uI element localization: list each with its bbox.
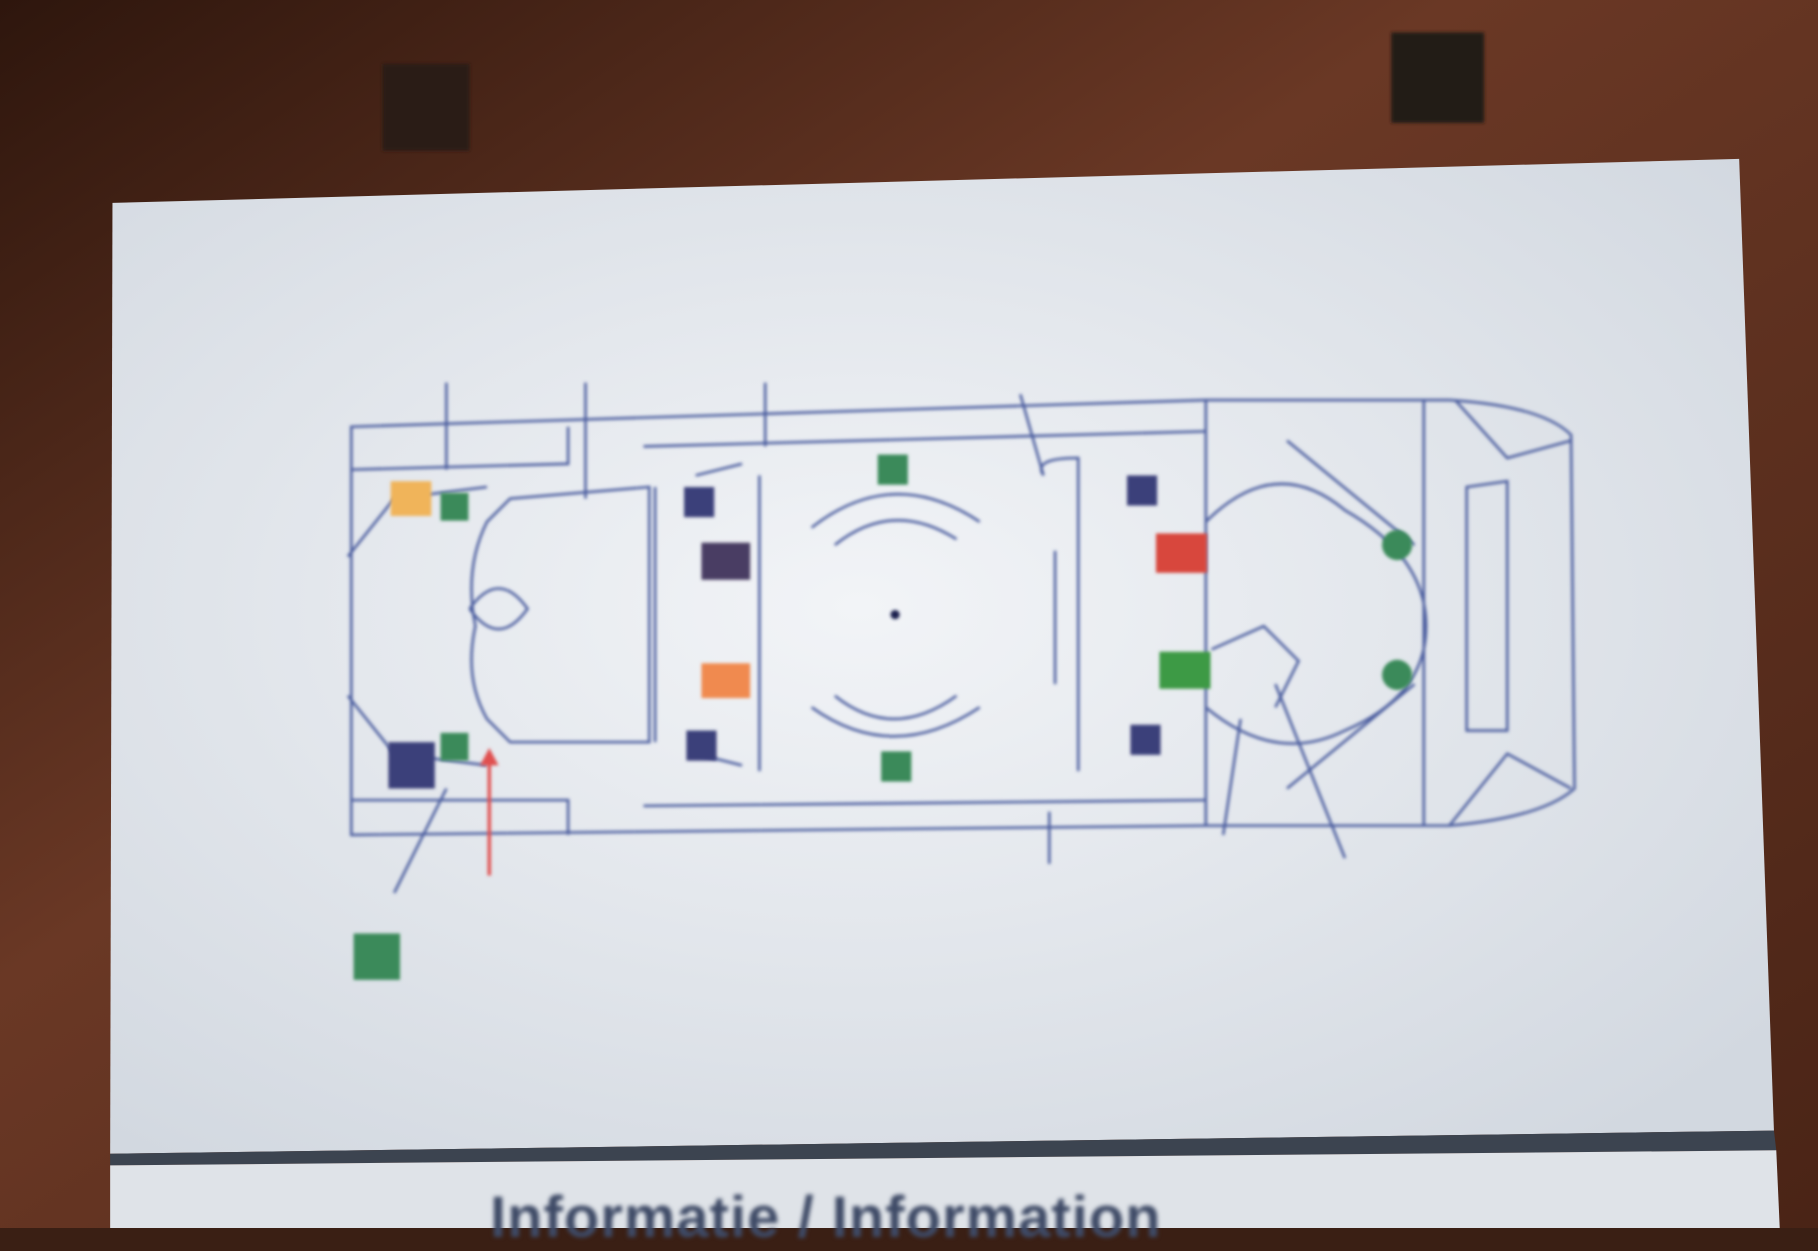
safety-sign-icon: [440, 732, 469, 761]
green-area-marker: [1159, 651, 1211, 689]
orange-area-marker: [701, 663, 751, 699]
central-atrium: [470, 485, 651, 744]
map-dot: [890, 609, 900, 620]
mounting-block-right: [1391, 32, 1485, 123]
staircase-icon: [686, 730, 717, 761]
safety-sign-icon: [1382, 659, 1413, 690]
information-strip: [110, 1150, 1780, 1228]
information-heading: Informatie / Information: [490, 1185, 1162, 1250]
sign-frame-edge: [110, 1130, 1777, 1166]
arrow-head-icon: [480, 747, 499, 766]
safety-sign-icon: [881, 751, 912, 782]
map-markers: [353, 454, 1413, 980]
staircase-icon: [684, 487, 715, 518]
mounting-block-left: [382, 63, 470, 151]
red-area-marker: [1155, 533, 1207, 573]
hull-outline: [350, 398, 1576, 837]
ship-deck-plan: [346, 382, 1576, 894]
safety-sign-icon: [440, 492, 469, 521]
staircase-icon: [388, 742, 435, 789]
safety-sign-icon: [1382, 529, 1413, 561]
deck-plan-paper: [110, 158, 1774, 1154]
yellow-area-marker: [390, 481, 432, 517]
purple-area-marker: [701, 542, 751, 580]
legend-safety-sign-icon: [353, 933, 401, 980]
staircase-icon: [1126, 475, 1158, 506]
safety-sign-icon: [877, 454, 908, 485]
theatre-arc-bottom: [810, 706, 981, 738]
staircase-icon: [1130, 724, 1161, 755]
theatre-arc-top: [810, 492, 981, 529]
